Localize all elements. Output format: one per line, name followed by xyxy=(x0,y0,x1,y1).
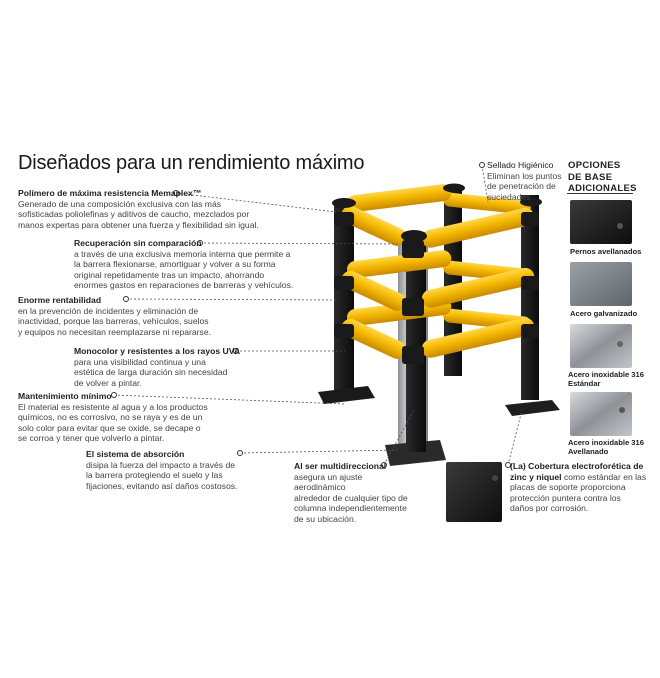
feature-line: asegura un ajuste xyxy=(294,471,363,482)
feature-line: estética de larga duración sin necesidad xyxy=(74,367,228,378)
option-label-line: Estándar xyxy=(568,379,601,388)
options-title: OPCIONES DE BASE ADICIONALES xyxy=(568,160,637,195)
feature-line: suciedades xyxy=(487,191,531,202)
post-front-left xyxy=(318,202,375,404)
rails-front xyxy=(341,205,407,359)
feature-line: solo color para evitar que se oxide, se … xyxy=(18,422,201,433)
feature-line: daños por corrosión. xyxy=(510,503,589,514)
feature-line: fijaciones, evitando así daños costosos. xyxy=(86,480,238,491)
feature-line: enormes gastos en reparaciones de barrer… xyxy=(74,280,294,291)
swatch-cobertura-zinc xyxy=(446,462,502,522)
feature-heading-2: zinc y niquel xyxy=(510,471,562,482)
swatch-acero-galvanizado xyxy=(570,262,632,306)
options-title-line: OPCIONES xyxy=(568,160,621,171)
option-label-line: Acero galvanizado xyxy=(570,309,638,318)
feature-multidireccional: Al ser multidireccional asegura un ajust… xyxy=(294,461,434,525)
feature-heading: El sistema de absorción xyxy=(86,449,185,459)
feature-line: a través de una exclusiva memoria intern… xyxy=(74,248,291,259)
options-divider xyxy=(567,193,633,194)
feature-line: inactividad, porque las barreras, vehícu… xyxy=(18,316,209,327)
option-label-pernos: Pernos avellanados xyxy=(570,247,641,256)
feature-mantenimiento: Mantenimiento mínimo El material es resi… xyxy=(18,391,238,444)
feature-line: de penetración de xyxy=(487,181,556,192)
feature-heading: Enorme rentabilidad xyxy=(18,295,102,305)
post-front-right xyxy=(406,232,426,452)
feature-heading: (La) Cobertura electroforética de xyxy=(510,461,644,471)
feature-line: en la prevención de incidentes y elimina… xyxy=(18,305,199,316)
feature-line: Eliminan los puntos xyxy=(487,170,562,181)
feature-cobertura: (La) Cobertura electroforética de zinc y… xyxy=(510,461,655,514)
feature-line: protección puntera contra los xyxy=(510,492,621,503)
option-label-line: Avellanado xyxy=(568,447,609,456)
feature-line: de volver a pintar. xyxy=(74,377,142,388)
options-title-line: ADICIONALES xyxy=(568,183,637,194)
swatch-pernos-avellanados xyxy=(570,200,632,244)
feature-polimero: Polímero de máxima resistencia Memaplex™… xyxy=(18,188,318,230)
feature-heading: Polímero de máxima resistencia Memaplex™ xyxy=(18,188,202,198)
feature-line: químicos, no es corrosivo, no se raya y … xyxy=(18,412,203,423)
page-title: Diseñados para un rendimiento máximo xyxy=(18,152,365,174)
feature-line: aerodinámico xyxy=(294,482,346,493)
feature-heading: Al ser multidireccional xyxy=(294,461,387,471)
connector-caps xyxy=(332,183,542,364)
feature-line: Generado de una composición exclusiva co… xyxy=(18,198,222,209)
post-back-right xyxy=(505,195,560,416)
feature-line: manos expertas para obtener una fuerza y… xyxy=(18,219,259,230)
feature-rentabilidad: Enorme rentabilidad en la prevención de … xyxy=(18,295,248,337)
feature-line: El material es resistente al agua y a lo… xyxy=(18,401,208,412)
feature-line: disipa la fuerza del impacto a través de xyxy=(86,459,236,470)
option-label-inox-avellanado: Acero inoxidable 316 Avellanado xyxy=(568,438,644,456)
feature-line: la barrera flexionarse, amortiguar y vol… xyxy=(74,259,276,270)
feature-heading: Sellado Higiénico xyxy=(487,160,554,170)
feature-line: placas de soporte proporciona xyxy=(510,482,626,493)
feature-line: la barrera protegiendo el suelo y las xyxy=(86,470,223,481)
feature-line: se corroa y tener que volverlo a pintar. xyxy=(18,433,165,444)
option-label-galvanizado: Acero galvanizado xyxy=(570,309,637,318)
swatch-acero-inox-avellanado xyxy=(570,392,632,436)
feature-sellado: Sellado Higiénico Eliminan los puntos de… xyxy=(487,160,567,202)
feature-monocolor: Monocolor y resistentes a los rayos UVA … xyxy=(74,346,274,388)
feature-heading: Recuperación sin comparación xyxy=(74,238,202,248)
feature-heading: Monocolor y resistentes a los rayos UVA xyxy=(74,346,241,356)
feature-line: columna independientemente xyxy=(294,503,407,514)
feature-line: original repetidamente tras un impacto, … xyxy=(74,269,265,280)
option-label-line: Acero inoxidable 316 xyxy=(568,438,644,447)
swatch-acero-inox-estandar xyxy=(570,324,632,368)
feature-absorcion: El sistema de absorción disipa la fuerza… xyxy=(86,449,286,491)
options-title-line: DE BASE xyxy=(568,171,613,183)
leader-dots xyxy=(111,162,511,468)
option-label-inox-estandar: Acero inoxidable 316 Estándar xyxy=(568,370,644,388)
feature-line: para una visibilidad continua y una xyxy=(74,356,206,367)
leader-lines xyxy=(113,164,523,466)
feature-line: de su ubicación. xyxy=(294,513,357,524)
feature-line: sofisticadas poliolefinas y aditivos de … xyxy=(18,209,250,220)
option-swatches xyxy=(446,200,632,522)
option-label-line: Pernos avellanados xyxy=(570,247,642,256)
feature-recuperacion: Recuperación sin comparación a través de… xyxy=(74,238,324,291)
feature-line: como estándar en las xyxy=(563,471,647,482)
feature-line: alrededor de cualquier tipo de xyxy=(294,492,408,503)
feature-heading: Mantenimiento mínimo xyxy=(18,391,112,401)
feature-line: y equipos no necesitan reemplazarse ni r… xyxy=(18,326,211,337)
rails-right-side xyxy=(421,207,535,358)
option-label-line: Acero inoxidable 316 xyxy=(568,370,644,379)
